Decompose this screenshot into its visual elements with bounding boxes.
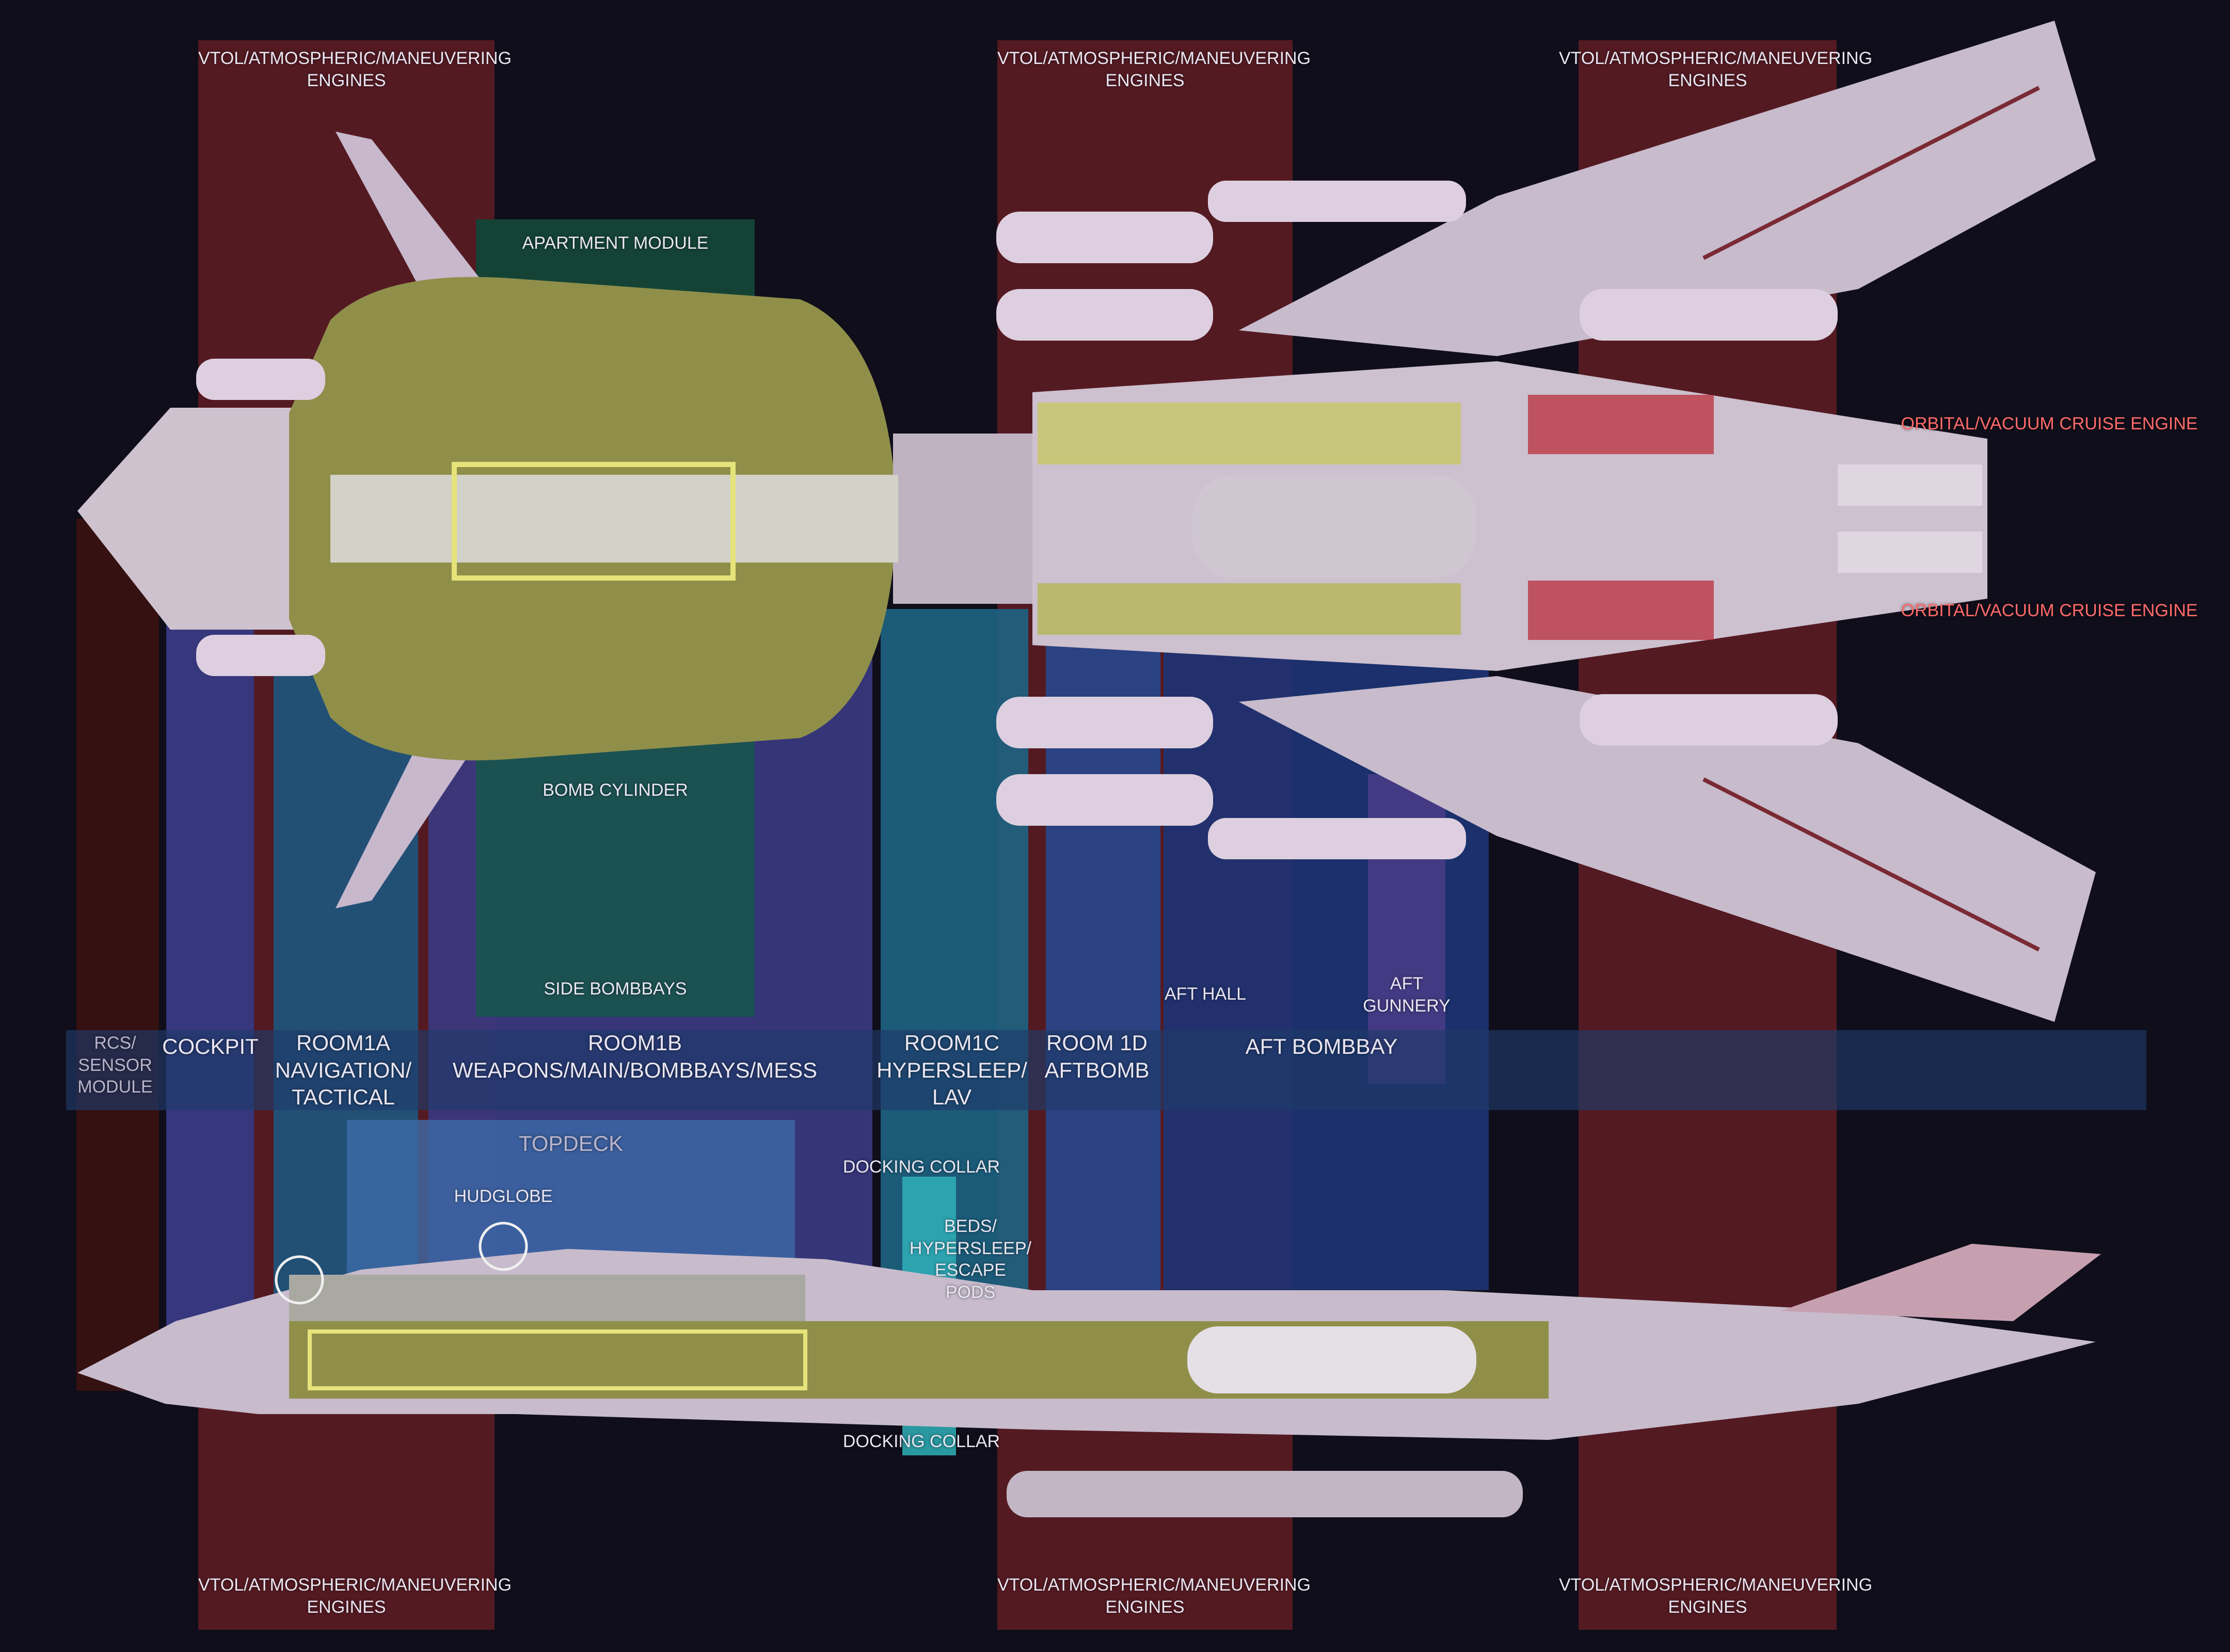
label-rcs-sensor-module: RCS/ SENSOR MODULE [77, 1033, 153, 1097]
label-docking-collar-bottom: DOCKING COLLAR [842, 1432, 1000, 1451]
orbital-engine-lower [1528, 581, 1714, 640]
side-view-ship [77, 1222, 2101, 1517]
label-vtol-bottom-1: VTOL/ATMOSPHERIC/MANEUVERING ENGINES [198, 1575, 512, 1617]
label-docking-collar-top: DOCKING COLLAR [842, 1157, 1000, 1177]
label-apartment-module: APARTMENT MODULE [522, 233, 709, 253]
label-vtol-top-3: VTOL/ATMOSPHERIC/MANEUVERING ENGINES [1559, 49, 1873, 90]
label-bomb-cylinder: BOMB CYLINDER [543, 780, 688, 800]
band-rcs-sensor [76, 519, 159, 1391]
aft-corridor [1038, 403, 1461, 464]
vtol-pods [196, 181, 1838, 859]
label-room1a: ROOM1A NAVIGATION/ TACTICAL [275, 1031, 412, 1109]
canard-upper [336, 132, 480, 304]
label-orbital-engine-1: ORBITAL/VACUUM CRUISE ENGINE [1901, 414, 2198, 434]
label-aft-hall: AFT HALL [1164, 984, 1247, 1004]
bomb-cylinder-band [476, 712, 755, 1017]
label-vtol-bottom-2: VTOL/ATMOSPHERIC/MANEUVERING ENGINES [997, 1575, 1311, 1617]
label-vtol-top-2: VTOL/ATMOSPHERIC/MANEUVERING ENGINES [997, 49, 1311, 90]
label-orbital-engine-2: ORBITAL/VACUUM CRUISE ENGINE [1901, 601, 2198, 620]
label-room1c: ROOM1C HYPERSLEEP/ LAV [877, 1031, 1027, 1109]
side-deck-upper [289, 1275, 805, 1321]
wing-stripe-upper [1702, 86, 2040, 260]
aft-bomb-tank [1192, 475, 1476, 578]
band-room1d [1046, 645, 1160, 1342]
label-aft-gunnery: AFT GUNNERY [1363, 974, 1451, 1016]
side-bomb-tank [1187, 1326, 1476, 1393]
label-side-bombbays: SIDE BOMBBAYS [544, 979, 687, 999]
central-deck [330, 475, 898, 563]
rear-nozzle-lower [1838, 532, 1982, 573]
room-label-band [66, 1030, 2146, 1110]
wing-stripe-lower [1702, 777, 2040, 952]
tail-fin [1781, 1244, 2101, 1321]
cockpit-globe-marker [275, 1255, 324, 1305]
rear-nozzle-upper [1838, 464, 1982, 506]
band-cockpit [166, 594, 254, 1368]
label-aft-bombbay: AFT BOMBBAY [1245, 1034, 1398, 1058]
canard-lower [336, 723, 480, 908]
wing-lower [1239, 676, 2096, 1022]
label-hudglobe: HUDGLOBE [454, 1186, 553, 1206]
label-room1d: ROOM 1D AFTBOMB [1044, 1031, 1150, 1082]
wing-upper [1239, 21, 2096, 356]
label-beds-escape-pods: BEDS/ HYPERSLEEP/ ESCAPE PODS [909, 1216, 1032, 1302]
label-cockpit: COCKPIT [162, 1034, 259, 1058]
room1b-yellow-frame [452, 462, 736, 581]
label-room1b: ROOM1B WEAPONS/MAIN/BOMBBAYS/MESS [452, 1031, 818, 1082]
top-view-ship [77, 21, 2096, 1022]
neck-hull [893, 434, 1058, 604]
orbital-engine-upper [1528, 395, 1714, 454]
label-topdeck: TOPDECK [518, 1131, 624, 1156]
hudglobe-marker [479, 1222, 528, 1271]
side-yellow-frame [308, 1329, 807, 1390]
label-vtol-top-1: VTOL/ATMOSPHERIC/MANEUVERING ENGINES [198, 49, 512, 90]
aft-hall-stripes [1038, 583, 1461, 635]
label-vtol-bottom-3: VTOL/ATMOSPHERIC/MANEUVERING ENGINES [1559, 1575, 1873, 1617]
side-ventral-pod [1007, 1471, 1523, 1517]
